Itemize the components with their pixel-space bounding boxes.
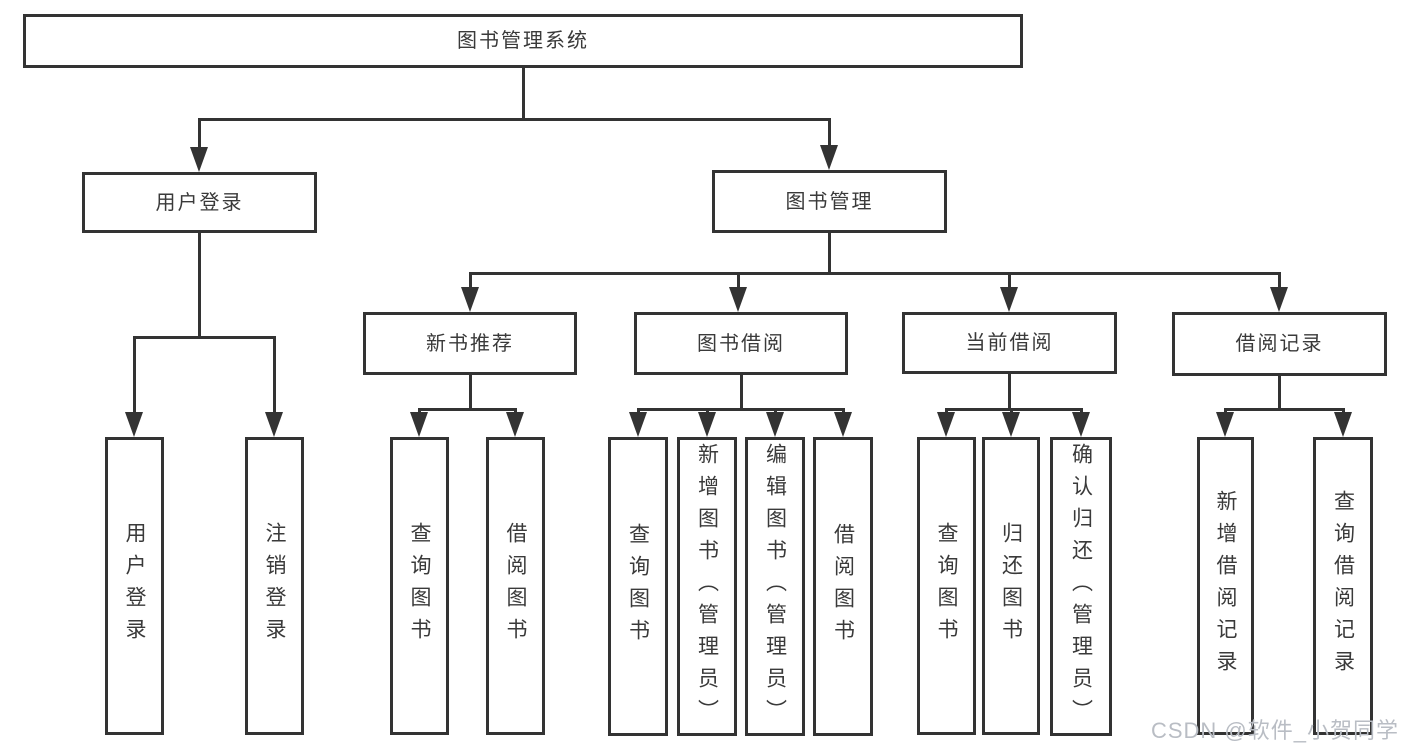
arrowhead-down-icon	[1072, 412, 1090, 437]
arrowhead-down-icon	[1334, 412, 1352, 437]
arrowhead-down-icon	[1270, 287, 1288, 312]
connector-user-login-drop-0	[132, 336, 136, 416]
connector-book-borrow-stem	[739, 375, 743, 411]
arrowhead-down-icon	[125, 412, 143, 437]
node-query-books-3: 查询图书	[917, 437, 976, 735]
node-user-login-group-label: 用户登录	[155, 191, 244, 214]
node-logout-label: 注销登录	[263, 522, 286, 650]
node-add-borrow-record-label: 新增借阅记录	[1214, 490, 1237, 682]
arrowhead-down-icon	[1216, 412, 1234, 437]
node-library-management-system-label: 图书管理系统	[457, 30, 589, 52]
node-query-borrow-record-label: 查询借阅记录	[1331, 490, 1355, 682]
node-book-management: 图书管理	[712, 170, 947, 233]
node-edit-books-admin-label: 编辑图书（管理员）	[763, 442, 787, 731]
arrowhead-down-icon	[629, 412, 647, 437]
node-new-book-recommend: 新书推荐	[363, 312, 577, 375]
connector-user-login-drop-1	[272, 336, 276, 416]
connector-new-book-bar	[417, 408, 517, 411]
connector-root-drop-1	[827, 118, 831, 149]
node-return-books: 归还图书	[982, 437, 1040, 735]
node-new-book-recommend-label: 新书推荐	[426, 332, 514, 355]
arrowhead-down-icon	[766, 412, 784, 437]
node-user-login-label: 用户登录	[123, 522, 146, 650]
node-current-borrow: 当前借阅	[902, 312, 1117, 374]
node-query-books-1: 查询图书	[390, 437, 449, 735]
node-borrow-books-2: 借阅图书	[813, 437, 873, 736]
node-add-books-admin: 新增图书（管理员）	[677, 437, 737, 736]
connector-book-management-bar	[468, 272, 1281, 275]
connector-user-login-bar	[132, 336, 276, 339]
arrowhead-down-icon	[937, 412, 955, 437]
node-query-books-3-label: 查询图书	[935, 522, 958, 650]
arrowhead-down-icon	[410, 412, 428, 437]
node-return-books-label: 归还图书	[999, 522, 1023, 650]
node-add-books-admin-label: 新增图书（管理员）	[695, 442, 719, 731]
connector-user-login-stem	[197, 233, 201, 339]
connector-book-management-drop-0	[468, 272, 472, 291]
node-logout: 注销登录	[245, 437, 304, 735]
node-borrow-books-1-label: 借阅图书	[504, 522, 527, 650]
node-current-borrow-label: 当前借阅	[965, 332, 1054, 354]
node-confirm-return-admin: 确认归还（管理员）	[1050, 437, 1112, 736]
connector-current-borrow-stem	[1007, 374, 1011, 411]
node-user-login-group: 用户登录	[82, 172, 317, 233]
arrowhead-down-icon	[1000, 287, 1018, 312]
arrowhead-down-icon	[698, 412, 716, 437]
node-query-books-2-label: 查询图书	[626, 522, 650, 651]
connector-book-management-stem	[827, 233, 831, 275]
node-add-borrow-record: 新增借阅记录	[1197, 437, 1254, 735]
node-book-borrow-label: 图书借阅	[697, 332, 785, 355]
watermark: CSDN @软件_小贺同学	[1150, 718, 1399, 743]
node-query-borrow-record: 查询借阅记录	[1313, 437, 1373, 735]
arrowhead-down-icon	[461, 287, 479, 312]
connector-book-management-drop-1	[736, 272, 740, 291]
node-library-management-system: 图书管理系统	[23, 14, 1023, 68]
connector-current-borrow-bar	[944, 408, 1083, 411]
node-confirm-return-admin-label: 确认归还（管理员）	[1069, 442, 1093, 731]
connector-root-drop-0	[197, 118, 201, 151]
node-borrow-books-2-label: 借阅图书	[831, 522, 855, 651]
connector-root-stem	[521, 68, 525, 121]
arrowhead-down-icon	[834, 412, 852, 437]
node-user-login: 用户登录	[105, 437, 164, 735]
connector-root-bar	[197, 118, 831, 121]
connector-borrow-records-bar	[1223, 408, 1345, 411]
arrowhead-down-icon	[265, 412, 283, 437]
connector-book-management-drop-2	[1007, 272, 1011, 291]
arrowhead-down-icon	[729, 287, 747, 312]
node-book-management-label: 图书管理	[785, 190, 874, 213]
node-borrow-records-label: 借阅记录	[1235, 333, 1324, 355]
connector-new-book-stem	[468, 375, 472, 411]
arrowhead-down-icon	[820, 145, 838, 170]
connector-borrow-records-stem	[1277, 376, 1281, 411]
connector-book-borrow-bar	[636, 408, 845, 411]
connector-book-management-drop-3	[1277, 272, 1281, 291]
node-borrow-books-1: 借阅图书	[486, 437, 545, 735]
arrowhead-down-icon	[190, 147, 208, 172]
arrowhead-down-icon	[506, 412, 524, 437]
node-book-borrow: 图书借阅	[634, 312, 848, 375]
node-query-books-2: 查询图书	[608, 437, 668, 736]
node-query-books-1-label: 查询图书	[408, 522, 431, 650]
node-borrow-records: 借阅记录	[1172, 312, 1387, 376]
node-edit-books-admin: 编辑图书（管理员）	[745, 437, 805, 736]
arrowhead-down-icon	[1002, 412, 1020, 437]
